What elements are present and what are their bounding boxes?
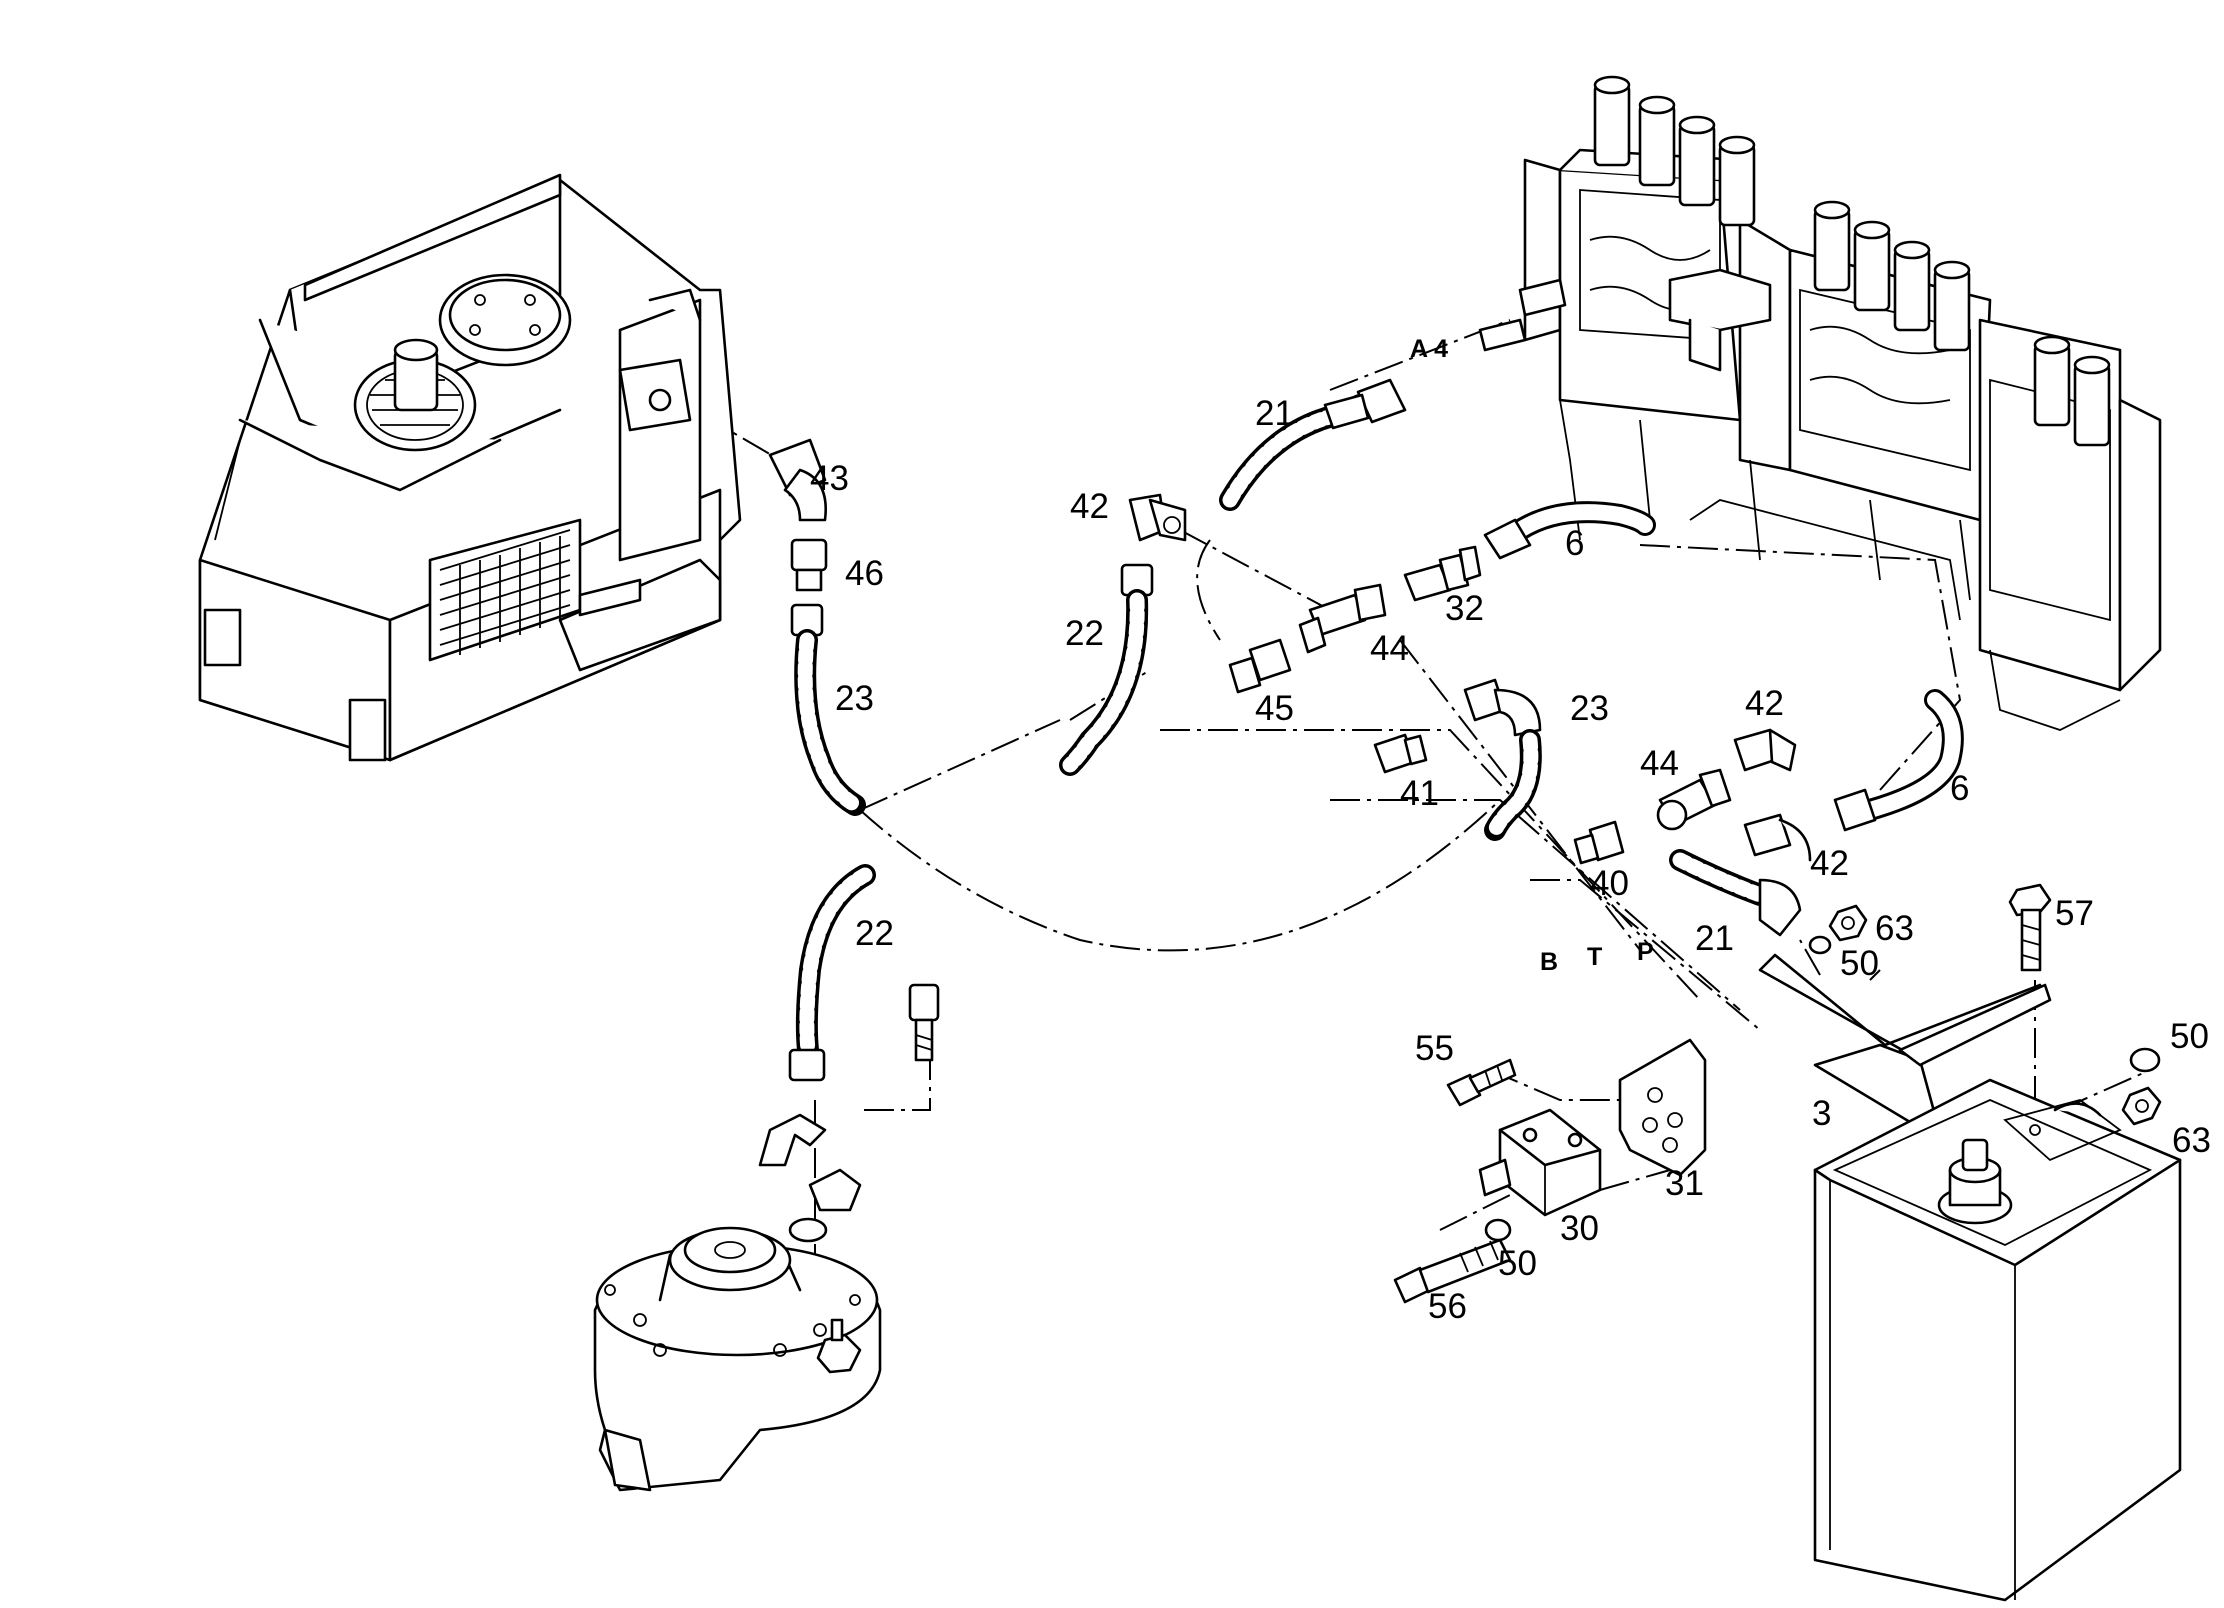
part-label: 6 [1565,524,1584,563]
nut-63-top [1828,904,1868,942]
port-label-a4: A 4 [1410,335,1448,363]
part-label: 40 [1590,864,1629,903]
port-label-t: T [1587,943,1602,971]
elbow-42-right [1733,728,1797,772]
port-label-b: B [1540,948,1558,976]
part-label: 42 [1745,684,1784,723]
part-label: 23 [1570,689,1609,728]
tee-44-top [1298,583,1387,654]
elbow-42-lower [1743,813,1812,862]
flange-plate-31 [1618,1038,1707,1177]
bracket-3 [1758,953,2052,1127]
part-label: 63 [1875,909,1914,948]
adapter-41 [1373,733,1428,774]
part-label: 6 [1950,769,1969,808]
part-label: 21 [1255,394,1294,433]
pipe-6 [1483,501,1964,832]
oil-cooler-unit [198,173,742,762]
part-label: 63 [2172,1121,2211,1160]
adapter-46 [790,538,828,592]
part-label: 45 [1255,689,1294,728]
hose-22-lower [788,864,876,1082]
hydraulic-tank [1813,1078,2182,1602]
part-label: 22 [1065,614,1104,653]
tee-44-right [1656,768,1732,831]
pump-assembly [1393,1038,1707,1304]
part-label: 43 [810,459,849,498]
port-label-p: P [1637,938,1654,966]
adapter-32 [1403,545,1482,602]
part-label: 50 [2170,1017,2209,1056]
rotary-swivel-joint [593,1226,882,1492]
washer-50-top [1808,935,1832,955]
washer-50-right [2129,1047,2161,1073]
control-valve-bank [1478,75,2162,731]
hose-21-upper [1219,378,1407,511]
nut-63-right [2121,1086,2162,1126]
hose-23-right [1463,678,1542,841]
part-label: 31 [1665,1164,1704,1203]
fittings [1128,493,1868,955]
part-label: 22 [855,914,894,953]
part-label: 56 [1428,1287,1467,1326]
part-label: 21 [1695,919,1734,958]
adapter-45 [1228,638,1292,694]
pump-30 [1478,1108,1602,1217]
hoses [768,378,1964,1082]
part-label: 44 [1640,744,1679,783]
elbow-fitting-43 [768,438,827,522]
part-label: 50 [1840,944,1879,983]
part-label: 42 [1070,487,1109,526]
part-label: 46 [845,554,884,593]
bolt-56 [1393,1238,1512,1304]
part-label: 30 [1560,1209,1599,1248]
part-labels: 43 46 23 42 22 21 45 44 32 6 23 41 42 44… [810,394,2211,1326]
hose-22-upper [1059,563,1154,776]
part-label: 42 [1810,844,1849,883]
part-label: 32 [1445,589,1484,628]
elbow-42-top [1128,493,1187,542]
clamp-set [758,983,940,1243]
adapter-40 [1573,820,1625,865]
port-labels: A 4 B T P [1410,335,1654,976]
hose-23-left [790,603,866,816]
cap-screw [908,983,940,1062]
part-label: 41 [1400,774,1439,813]
hose-21-lower [1669,849,1802,937]
washer-50-pump [1484,1218,1512,1242]
part-label: 3 [1812,1094,1831,1133]
part-label: 44 [1370,629,1409,668]
bolt-57 [2008,883,2052,972]
part-label: 55 [1415,1029,1454,1068]
bolt-55 [1446,1058,1517,1107]
part-label: 50 [1498,1244,1537,1283]
part-label: 57 [2055,894,2094,933]
part-label: 23 [835,679,874,718]
